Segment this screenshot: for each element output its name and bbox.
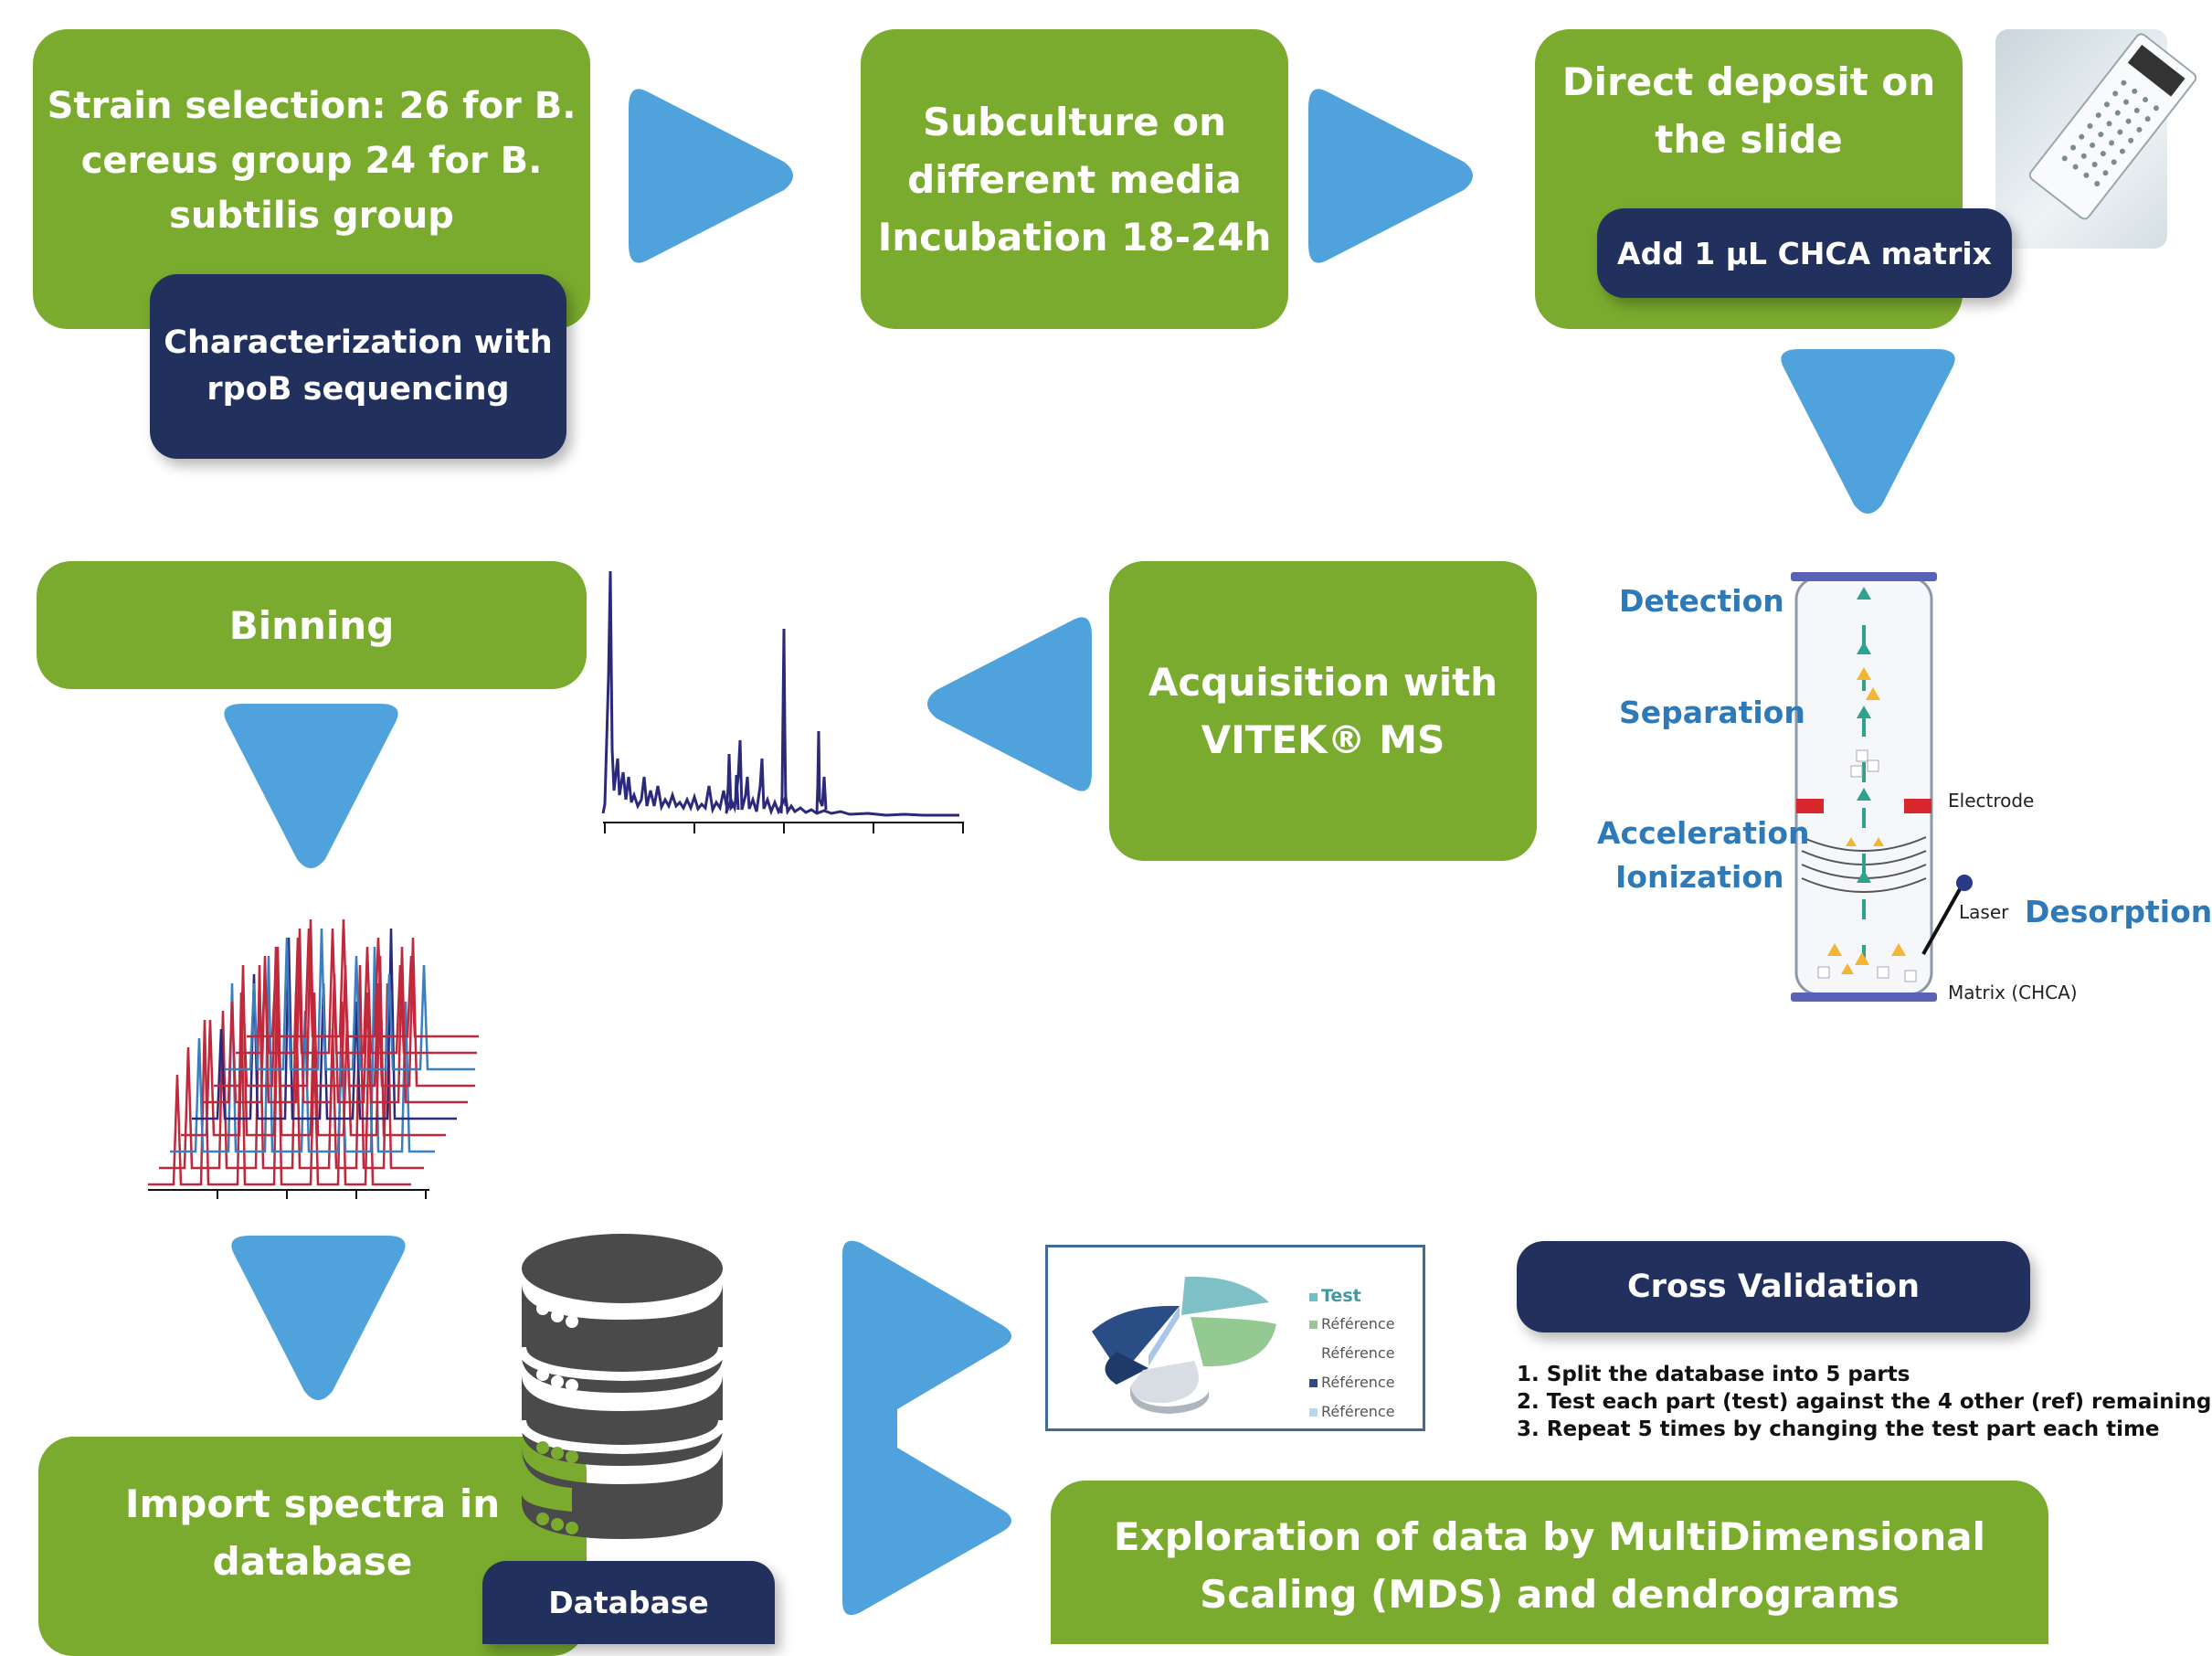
- detection-label: Detection: [1619, 583, 1784, 619]
- database-label: Database: [548, 1585, 709, 1620]
- strain-line-2: 26 for B. cereus group: [80, 85, 577, 182]
- charact-line-2: with rpoB: [206, 324, 553, 408]
- ionization-label: Ionization: [1615, 859, 1784, 895]
- exploration-box: Exploration of data by MultiDimensional …: [1051, 1481, 2048, 1644]
- maldi-tof-schematic: Detection Separation Acceleration Ioniza…: [1590, 561, 2212, 1027]
- legend-ref-2-label: Référence: [1321, 1344, 1395, 1362]
- electrode-label: Electrode: [1948, 790, 2035, 812]
- charact-line-3: sequencing: [302, 371, 510, 408]
- database-icon: [517, 1234, 727, 1539]
- desorption-label: Desorption: [2025, 894, 2212, 929]
- separation-label: Separation: [1619, 695, 1805, 730]
- acquisition-line-2: with: [1402, 660, 1498, 705]
- arrow-down-3: [231, 1236, 406, 1400]
- legend-ref-3-label: Référence: [1321, 1374, 1395, 1391]
- acquisition-box: Acquisition with VITEK® MS: [1109, 561, 1537, 861]
- legend-ref-2: Référence: [1321, 1344, 1395, 1362]
- binning-box: Binning: [37, 561, 587, 689]
- matrix-chca-label: Matrix (CHCA): [1948, 982, 2078, 1003]
- deposit-line-2: on the slide: [1655, 59, 1936, 162]
- arrow-down-1: [1781, 349, 1955, 514]
- arrow-right-2: [1308, 89, 1473, 263]
- add-matrix-label: Add 1 µL CHCA matrix: [1617, 235, 1992, 271]
- subculture-line-2: different media: [907, 156, 1242, 202]
- import-line-1: Import spectra: [124, 1481, 447, 1526]
- charact-line-1: Characterization: [164, 324, 463, 362]
- legend-test: Test: [1309, 1286, 1361, 1306]
- cross-step-3: 3. Repeat 5 times by changing the test p…: [1517, 1417, 2160, 1441]
- stacked-spectra: [148, 918, 479, 1199]
- arrow-down-2: [224, 704, 398, 868]
- database-label-box: Database: [482, 1561, 775, 1644]
- acquisition-line-3: VITEK® MS: [1201, 717, 1445, 762]
- cross-validation-steps: 1. Split the database into 5 parts 2. Te…: [1517, 1362, 2211, 1444]
- laser-icon: [1921, 875, 1973, 955]
- cross-step-2: 2. Test each part (test) against the 4 o…: [1517, 1389, 2212, 1414]
- pie-3d: [1092, 1276, 1276, 1414]
- exploration-line-2: Scaling (MDS) and dendrograms: [1200, 1571, 1900, 1617]
- laser-label: Laser: [1959, 901, 2009, 923]
- branch-arrow: [842, 1240, 1011, 1616]
- mass-spectrum: [601, 570, 964, 833]
- legend-ref-4: Référence: [1309, 1403, 1395, 1420]
- strain-selection-box: Strain selection: 26 for B. cereus group…: [33, 29, 590, 329]
- cross-validation-pie: Test Référence Référence Référence Référ…: [1045, 1245, 1425, 1431]
- exploration-line-1: Exploration of data by MultiDimensional: [1113, 1513, 1986, 1559]
- acquisition-line-1: Acquisition: [1148, 660, 1391, 705]
- subculture-box: Subculture on different media Incubation…: [861, 29, 1288, 329]
- subculture-line-3: Incubation 18-24h: [877, 214, 1272, 260]
- strain-line-1: Strain selection:: [47, 85, 386, 127]
- cross-validation-box: Cross Validation: [1517, 1241, 2030, 1332]
- import-line-2: in database: [212, 1481, 501, 1584]
- subculture-line-1: Subculture on: [923, 99, 1226, 144]
- legend-ref-3: Référence: [1309, 1374, 1395, 1391]
- add-matrix-box: Add 1 µL CHCA matrix: [1597, 208, 2012, 298]
- arrow-left-1: [927, 617, 1092, 791]
- cross-step-1: 1. Split the database into 5 parts: [1517, 1363, 1910, 1386]
- legend-test-label: Test: [1321, 1286, 1361, 1306]
- arrow-right-1: [629, 89, 793, 263]
- binning-label: Binning: [228, 602, 395, 648]
- cross-validation-label: Cross Validation: [1627, 1269, 1920, 1305]
- strain-line-3: 24 for B. subtilis group: [169, 140, 543, 237]
- maldi-slide-photo: [1995, 29, 2197, 249]
- acceleration-label: Acceleration: [1597, 815, 1810, 851]
- slide-target-plate: [2028, 33, 2197, 220]
- deposit-line-1: Direct deposit: [1561, 59, 1868, 104]
- flight-tube: [1791, 572, 1937, 1002]
- legend-ref-1-label: Référence: [1321, 1315, 1395, 1332]
- legend-ref-4-label: Référence: [1321, 1403, 1395, 1420]
- characterization-box: Characterization with rpoB sequencing: [150, 274, 566, 459]
- legend-ref-1: Référence: [1309, 1315, 1395, 1332]
